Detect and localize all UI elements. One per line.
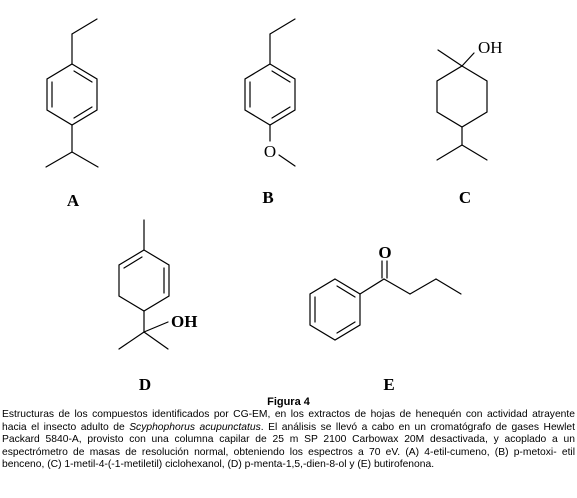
structure-b-label: B: [262, 188, 273, 207]
structure-b-oxygen: O: [264, 142, 276, 161]
structure-c-label: C: [459, 188, 471, 207]
structure-d-bonds: [118, 219, 170, 350]
structure-d: OH D: [118, 219, 197, 392]
structure-c: OH C: [436, 38, 503, 207]
structure-e-bonds: [309, 260, 462, 341]
structure-c-bonds: [436, 49, 488, 161]
structure-b-bonds: [244, 18, 296, 167]
structure-d-hydroxyl: OH: [171, 312, 197, 331]
caption-text-before-species: Estructuras de los compuestos identifica…: [2, 409, 575, 433]
structure-d-label: D: [139, 375, 151, 392]
structure-b: O B: [244, 18, 296, 207]
structure-e: O E: [309, 243, 462, 392]
chemical-structures-figure: A O B OH C: [45, 18, 503, 392]
caption-species-name: Scyphophorus acupunctatus: [129, 421, 261, 433]
figure-title: Figura 4: [267, 396, 310, 408]
caption-text-after-species: . El análisis se llevó a cabo en un crom…: [2, 421, 575, 471]
structure-c-hydroxyl: OH: [478, 38, 503, 57]
structure-a-label: A: [67, 191, 80, 210]
structure-e-label: E: [383, 375, 394, 392]
structure-a: A: [45, 18, 99, 210]
structure-e-oxygen: O: [378, 243, 391, 262]
figure-caption: Estructuras de los compuestos identifica…: [2, 409, 575, 472]
structure-a-bonds: [45, 18, 99, 168]
caption-text: Estructuras de los compuestos identifica…: [2, 409, 575, 470]
